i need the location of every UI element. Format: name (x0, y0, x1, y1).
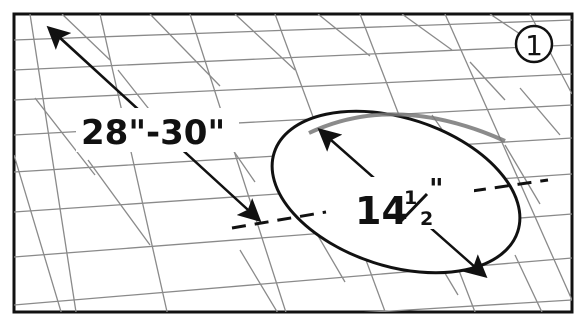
diameter-numerator: 1 (404, 187, 417, 209)
distance-label-background (76, 108, 239, 152)
step-number-badge: 1 (514, 24, 554, 64)
distance-label: 28"-30" (81, 113, 225, 153)
diameter-whole: 14 (355, 189, 408, 233)
step-number: 1 (525, 29, 543, 62)
diameter-denominator: 2 (420, 208, 433, 230)
fraction-slash (399, 192, 429, 223)
diameter-unit: " (429, 172, 444, 205)
diameter-label-background (346, 177, 474, 229)
diameter-label: 14 1 2 " (355, 172, 444, 233)
centerline-dashes (231, 178, 549, 230)
